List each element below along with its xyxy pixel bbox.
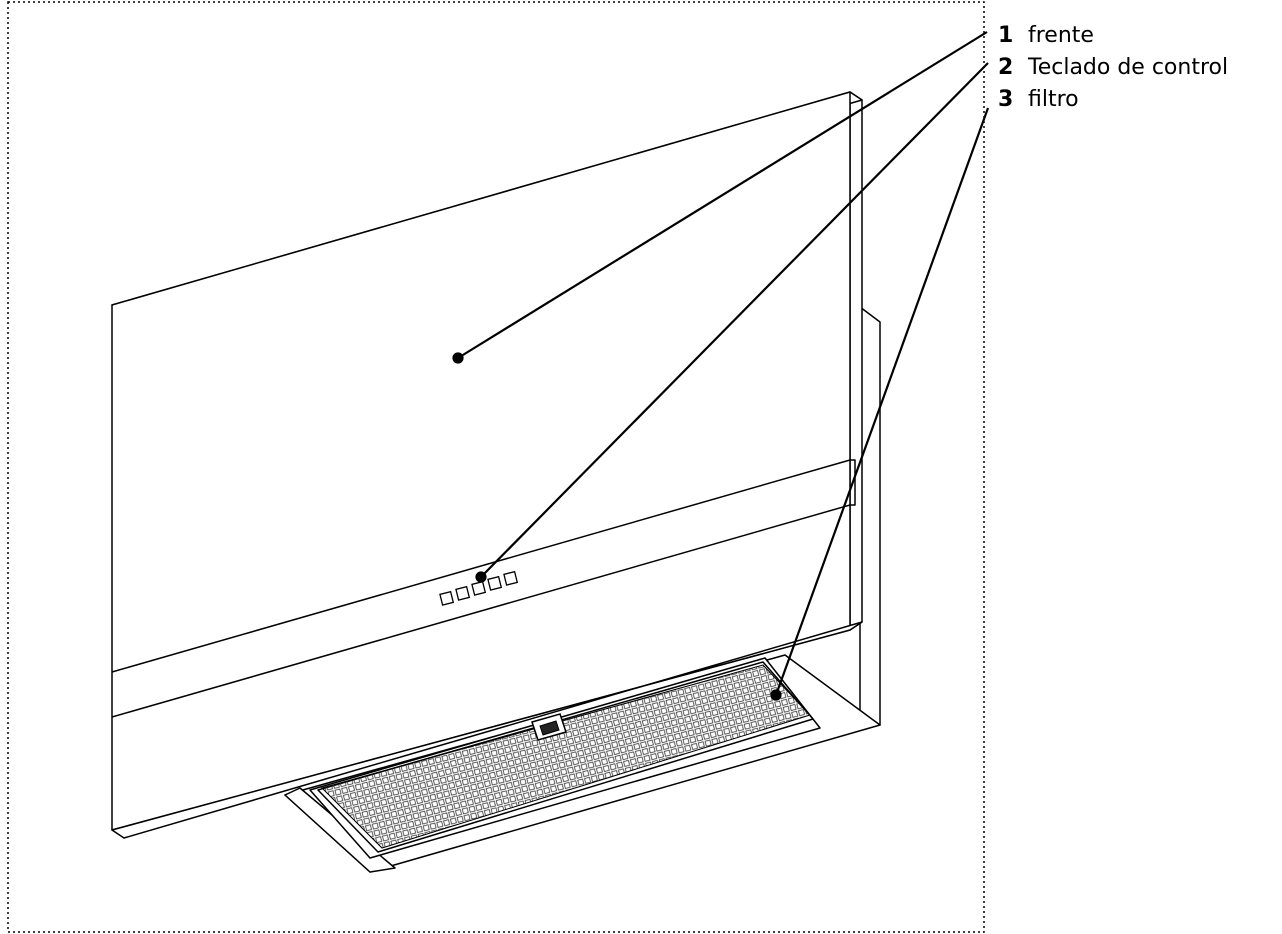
legend-label: filtro [1028,87,1079,112]
front-panel-side [849,91,863,631]
front-panel-bottom [111,621,863,839]
legend-label: Teclado de control [1028,55,1229,80]
leader-line-3 [774,107,990,696]
control-key-icon [455,585,471,601]
leader-dot-1 [452,352,464,364]
leader-dot-2 [475,571,487,583]
control-key-icon [487,575,503,591]
leader-dot-3 [770,689,782,701]
legend-item-1: 1 frente [998,20,1228,52]
callout-legend: 1 frente 2 Teclado de control 3 filtro [998,20,1228,116]
rear-canopy [859,306,881,726]
leader-line-2 [480,62,989,578]
legend-item-2: 2 Teclado de control [998,52,1228,84]
legend-number: 1 [998,23,1014,48]
control-key-icon [439,590,455,606]
filter-handle-inner [539,720,560,736]
grease-filter-grid-icon [321,664,811,849]
legend-number: 3 [998,87,1014,112]
leader-line-1 [457,31,988,359]
grease-filter [321,664,811,849]
band-line-2 [111,504,851,718]
leader-lines [452,31,990,701]
legend-item-3: 3 filtro [998,84,1228,116]
control-key-icon [503,570,519,586]
legend-number: 2 [998,55,1014,80]
dotted-frame [7,1,985,933]
control-keypad [439,570,519,606]
control-key-icon [471,580,487,596]
band-step [850,459,856,506]
legend-label: frente [1028,23,1094,48]
band-line-1 [111,459,851,673]
